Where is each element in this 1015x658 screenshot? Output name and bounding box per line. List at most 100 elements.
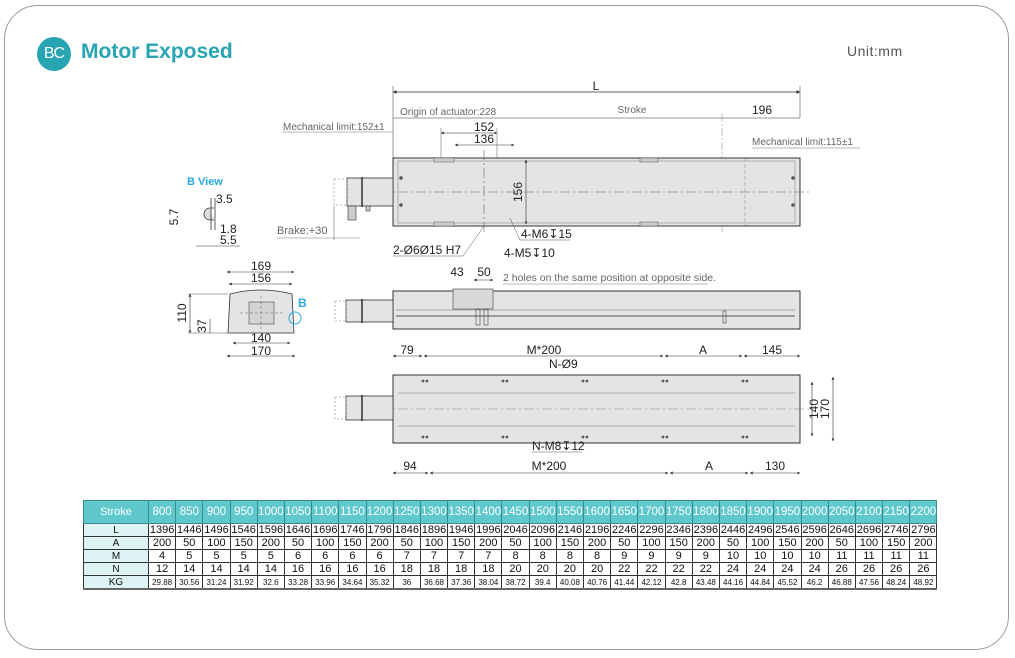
cell-stroke: 1350 xyxy=(447,500,476,524)
cell-a: 50 xyxy=(827,536,856,550)
cell-m: 11 xyxy=(882,549,911,563)
bot-dim-140: 140 xyxy=(807,399,821,419)
cell-n: 16 xyxy=(365,562,394,576)
cell-l: 2046 xyxy=(501,523,530,537)
cell-stroke: 1700 xyxy=(637,500,666,524)
cell-a: 150 xyxy=(664,536,693,550)
bot-a-top: A xyxy=(699,343,707,357)
b-dim-5.7: 5.7 xyxy=(167,208,181,225)
cell-kg: 38.72 xyxy=(501,575,530,590)
cell-n: 14 xyxy=(229,562,258,576)
cell-stroke: 1750 xyxy=(664,500,693,524)
cell-a: 200 xyxy=(691,536,720,550)
cell-n: 24 xyxy=(746,562,775,576)
cell-n: 22 xyxy=(664,562,693,576)
cell-m: 5 xyxy=(229,549,258,563)
cell-a: 100 xyxy=(311,536,340,550)
n-m8-label: N-M8↧12 xyxy=(532,439,585,453)
cell-a: 50 xyxy=(392,536,421,550)
cell-stroke: 1200 xyxy=(365,500,394,524)
cell-m: 5 xyxy=(175,549,204,563)
cell-l: 2396 xyxy=(691,523,720,537)
cell-n: 22 xyxy=(610,562,639,576)
row-header-KG: KG xyxy=(83,575,149,590)
cell-a: 150 xyxy=(773,536,802,550)
bottom-view: 79 M*200 A 145 N-Ø9 140 170 xyxy=(334,343,835,475)
cell-kg: 30.56 xyxy=(175,575,204,590)
cell-a: 100 xyxy=(854,536,884,550)
cell-n: 12 xyxy=(147,562,177,576)
row-header-L: L xyxy=(83,523,149,537)
cell-m: 7 xyxy=(392,549,421,563)
cell-l: 1946 xyxy=(447,523,476,537)
cell-n: 18 xyxy=(392,562,421,576)
cell-l: 1596 xyxy=(256,523,285,537)
cell-kg: 34.64 xyxy=(338,575,367,590)
cell-l: 2096 xyxy=(528,523,557,537)
cell-l: 1846 xyxy=(392,523,421,537)
cell-l: 1696 xyxy=(311,523,340,537)
cell-l: 1446 xyxy=(175,523,204,537)
m6-label: 4-M6↧15 xyxy=(521,227,572,241)
b-dim-3.5: 3.5 xyxy=(216,192,233,206)
cell-a: 150 xyxy=(338,536,367,550)
cell-stroke: 1250 xyxy=(392,500,421,524)
cell-kg: 40.76 xyxy=(582,575,612,590)
cell-kg: 43.48 xyxy=(691,575,720,590)
cell-l: 2546 xyxy=(773,523,802,537)
cell-kg: 42.12 xyxy=(637,575,666,590)
cell-n: 16 xyxy=(311,562,340,576)
cell-a: 150 xyxy=(229,536,258,550)
cell-stroke: 900 xyxy=(202,500,231,524)
cell-kg: 44.16 xyxy=(718,575,748,590)
mech-limit-left: Mechanical limit:152±1 xyxy=(283,122,385,133)
cell-stroke: 2000 xyxy=(800,500,829,524)
dim-L: L xyxy=(593,79,600,93)
cell-stroke: 1900 xyxy=(746,500,775,524)
side-dim-43: 43 xyxy=(450,265,464,279)
b-dim-5.5: 5.5 xyxy=(220,233,237,247)
cell-m: 6 xyxy=(283,549,313,563)
cell-n: 20 xyxy=(555,562,585,576)
cell-stroke: 1300 xyxy=(419,500,449,524)
cell-m: 10 xyxy=(746,549,775,563)
cell-m: 9 xyxy=(664,549,693,563)
cell-l: 1546 xyxy=(229,523,258,537)
cell-n: 26 xyxy=(854,562,884,576)
cell-stroke: 1450 xyxy=(501,500,530,524)
cell-a: 50 xyxy=(610,536,639,550)
n-hole-label: N-Ø9 xyxy=(549,357,578,371)
brake-label: Brake:+30 xyxy=(277,225,327,237)
cell-a: 150 xyxy=(555,536,585,550)
cell-l: 1996 xyxy=(474,523,503,537)
cell-l: 2746 xyxy=(882,523,911,537)
cell-l: 2696 xyxy=(854,523,884,537)
cell-m: 10 xyxy=(800,549,829,563)
cell-a: 100 xyxy=(202,536,231,550)
cell-stroke: 1600 xyxy=(582,500,612,524)
unit-label: Unit:mm xyxy=(847,43,903,59)
spec-card-frame xyxy=(4,5,1009,650)
cell-m: 7 xyxy=(419,549,449,563)
row-header-N: N xyxy=(83,562,149,576)
cell-kg: 47.56 xyxy=(854,575,884,590)
dim-156: 156 xyxy=(511,182,525,202)
model-badge: BC xyxy=(37,37,71,71)
cell-l: 2496 xyxy=(746,523,775,537)
cell-n: 24 xyxy=(718,562,748,576)
cell-stroke: 1050 xyxy=(283,500,313,524)
cell-n: 26 xyxy=(882,562,911,576)
cell-n: 26 xyxy=(909,562,938,576)
cell-kg: 31.24 xyxy=(202,575,231,590)
pin-hole-label: 2-Ø6Ø15 H7 xyxy=(393,243,461,257)
cell-m: 10 xyxy=(773,549,802,563)
cell-a: 200 xyxy=(365,536,394,550)
cell-m: 6 xyxy=(338,549,367,563)
row-header-stroke: Stroke xyxy=(83,500,149,524)
b-view: B View 3.5 5.7 1.8 5.5 xyxy=(167,176,240,247)
cell-m: 8 xyxy=(555,549,585,563)
origin-label: Origin of actuator:228 xyxy=(400,107,497,118)
cell-a: 200 xyxy=(909,536,938,550)
